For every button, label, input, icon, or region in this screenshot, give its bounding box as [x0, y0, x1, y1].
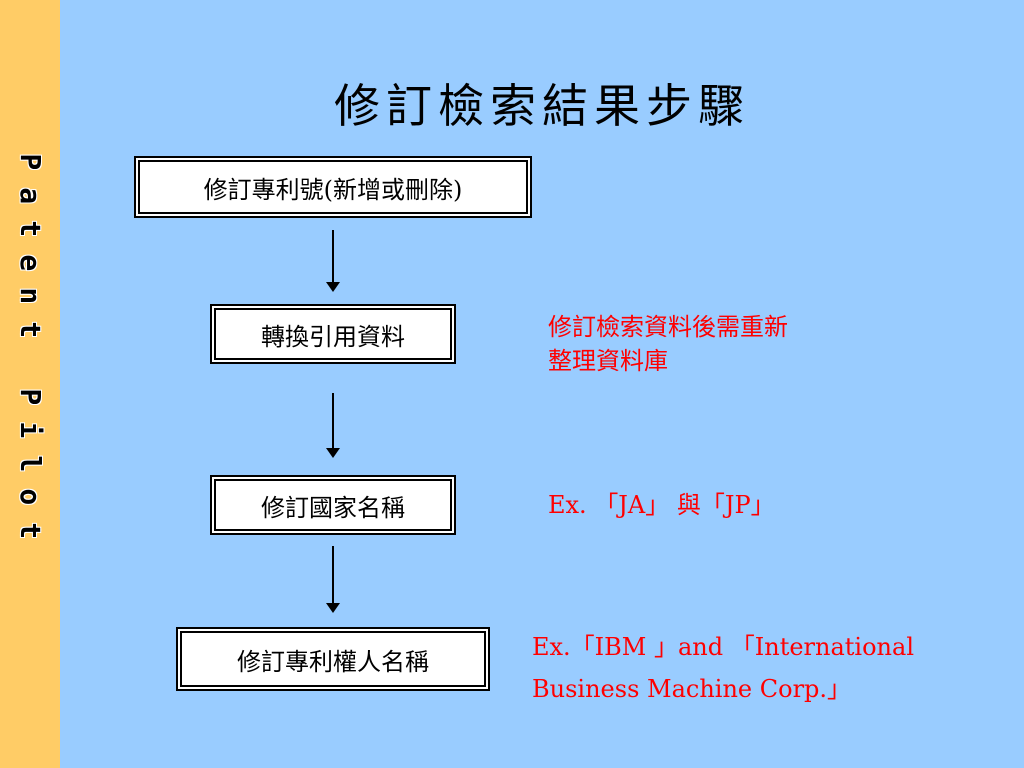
slide-title: 修訂檢索結果步驟	[334, 79, 750, 133]
sidebar-char: l	[13, 454, 47, 472]
sidebar-char: o	[13, 488, 47, 506]
sidebar-char: P	[13, 153, 47, 171]
sidebar-char: t	[13, 220, 47, 238]
note-line: 整理資料庫	[548, 347, 668, 375]
note-line: 修訂檢索資料後需重新	[548, 313, 788, 341]
note-reorganize-database: 修訂檢索資料後需重新 整理資料庫	[548, 310, 788, 378]
sidebar-char: t	[13, 320, 47, 338]
sidebar-char: e	[13, 253, 47, 271]
step-box-convert-citations: 轉換引用資料	[214, 308, 452, 360]
sidebar-char: a	[13, 186, 47, 204]
step-box-country-names: 修訂國家名稱	[214, 479, 452, 531]
sidebar-char: n	[13, 287, 47, 305]
note-line: Ex.「IBM 」and 「International	[532, 633, 914, 661]
sidebar-char: t	[13, 521, 47, 539]
flow-arrow	[326, 393, 340, 458]
note-line: Ex. 「JA」 與「JP」	[548, 491, 775, 519]
sidebar-char: P	[13, 387, 47, 405]
flow-arrow	[326, 546, 340, 613]
flow-arrow	[326, 230, 340, 292]
sidebar-vertical-text: P a t e n t P i l o t	[0, 145, 60, 547]
note-country-example: Ex. 「JA」 與「JP」	[548, 488, 775, 522]
step-box-assignee-names: 修訂專利權人名稱	[180, 631, 486, 687]
sidebar-strip: P a t e n t P i l o t	[0, 0, 60, 768]
sidebar-char: i	[13, 421, 47, 439]
note-line: Business Machine Corp.」	[532, 675, 852, 703]
note-assignee-example: Ex.「IBM 」and 「International Business Mac…	[532, 626, 914, 710]
step-box-patent-number: 修訂專利號(新增或刪除)	[138, 160, 528, 214]
